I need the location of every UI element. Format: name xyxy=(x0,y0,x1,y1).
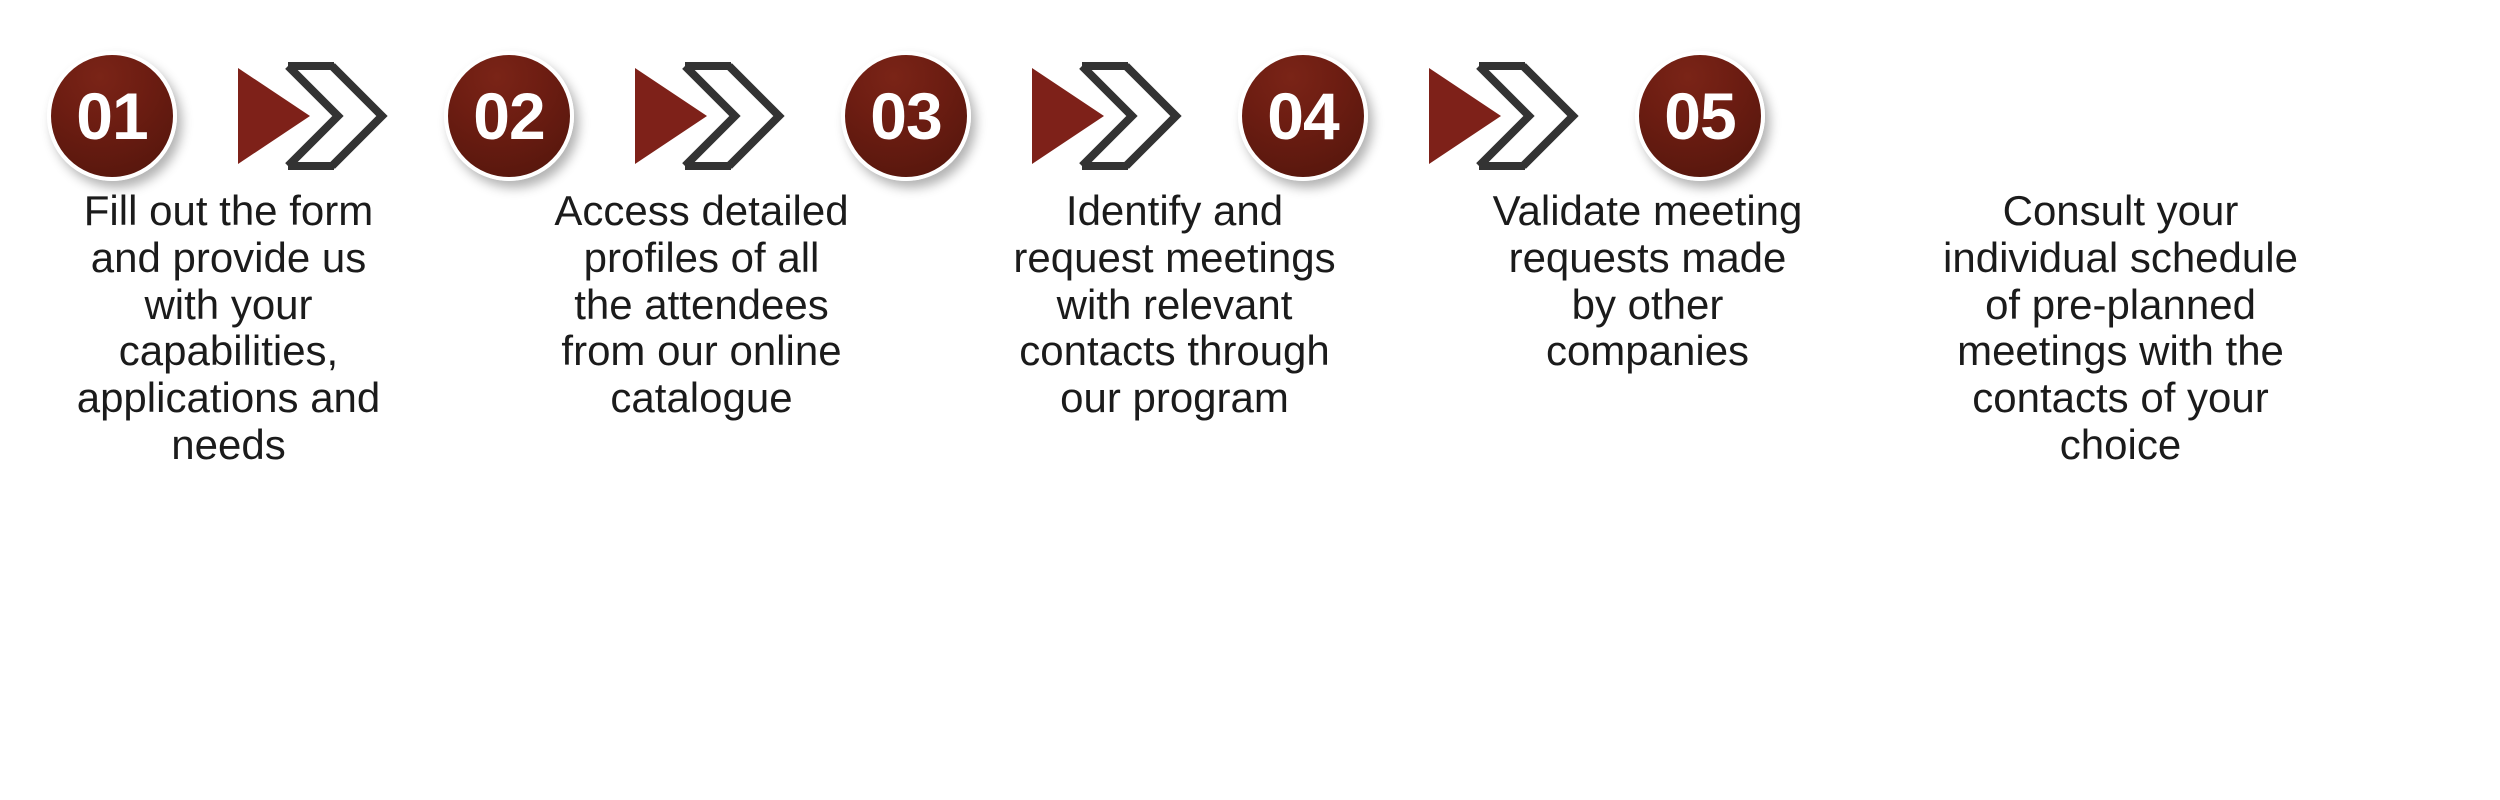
arrow-solid-triangle xyxy=(635,68,707,164)
connector-arrow-1 xyxy=(224,36,397,196)
step-caption-row: Fill out the form and provide us with yo… xyxy=(0,187,2500,469)
arrow-outline-chevron-inner xyxy=(682,63,741,169)
arrow-solid-triangle xyxy=(1429,68,1501,164)
step-caption-4: Validate meeting requests made by other … xyxy=(1492,187,1803,375)
arrow-outline-chevron-inner xyxy=(1476,63,1535,169)
step-caption-3: Identify and request meetings with relev… xyxy=(1013,187,1336,422)
double-arrow-right-icon xyxy=(1429,62,1579,170)
arrow-outline-chevron-inner xyxy=(285,63,344,169)
arrow-solid-triangle xyxy=(238,68,310,164)
step-badge-row: 01 02 xyxy=(0,36,2500,196)
step-badge-1[interactable]: 01 xyxy=(47,51,177,181)
step-node-5[interactable]: 05 xyxy=(1588,36,1812,196)
step-node-1[interactable]: 01 xyxy=(0,36,224,196)
double-arrow-right-icon xyxy=(635,62,785,170)
step-node-4[interactable]: 04 xyxy=(1191,36,1415,196)
step-node-3[interactable]: 03 xyxy=(794,36,1018,196)
step-badge-number: 02 xyxy=(473,79,545,153)
step-badge-2[interactable]: 02 xyxy=(444,51,574,181)
step-badge-number: 05 xyxy=(1664,79,1736,153)
arrow-outline-chevron-outer xyxy=(329,63,388,169)
arrow-solid-triangle xyxy=(1032,68,1104,164)
connector-arrow-4 xyxy=(1415,36,1588,196)
double-arrow-right-icon xyxy=(238,62,388,170)
arrow-outline-chevron-inner xyxy=(1079,63,1138,169)
arrow-outline-chevron-outer xyxy=(1123,63,1182,169)
step-badge-5[interactable]: 05 xyxy=(1635,51,1765,181)
double-arrow-right-icon xyxy=(1032,62,1182,170)
step-caption-1: Fill out the form and provide us with yo… xyxy=(76,187,381,469)
step-caption-5: Consult your individual schedule of pre-… xyxy=(1943,187,2298,469)
connector-arrow-2 xyxy=(621,36,794,196)
step-badge-number: 01 xyxy=(76,79,148,153)
step-caption-2: Access detailed profiles of all the atte… xyxy=(554,187,849,422)
step-badge-number: 04 xyxy=(1267,79,1339,153)
connector-arrow-3 xyxy=(1018,36,1191,196)
step-badge-3[interactable]: 03 xyxy=(841,51,971,181)
arrow-outline-chevron-outer xyxy=(1520,63,1579,169)
step-node-2[interactable]: 02 xyxy=(397,36,621,196)
arrow-outline-chevron-outer xyxy=(726,63,785,169)
step-badge-4[interactable]: 04 xyxy=(1238,51,1368,181)
step-badge-number: 03 xyxy=(870,79,942,153)
